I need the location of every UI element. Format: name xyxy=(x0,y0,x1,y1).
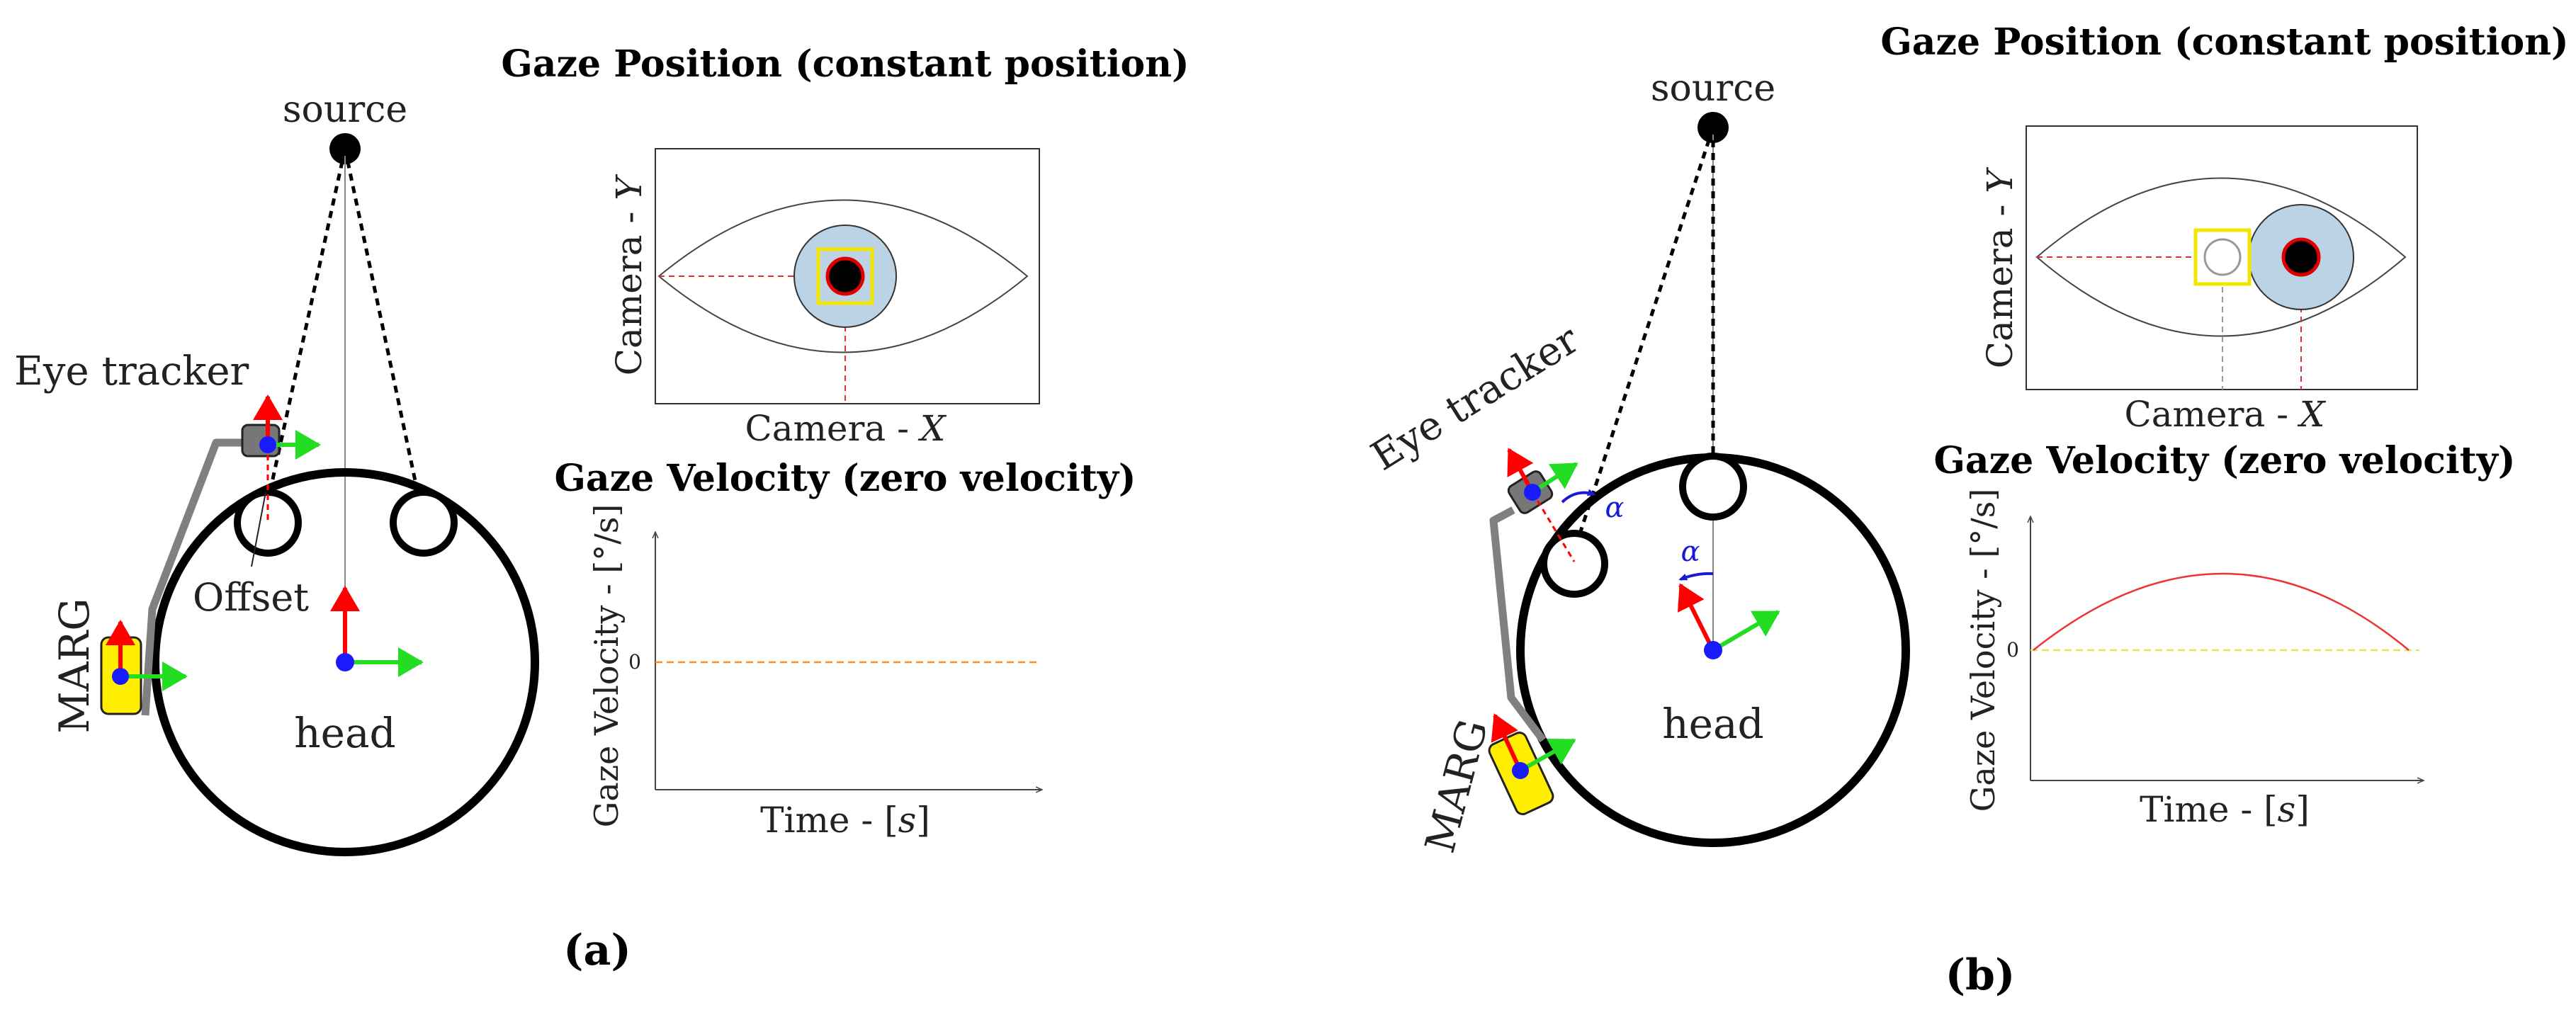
marg-origin-dot xyxy=(112,668,129,685)
eye-outline xyxy=(657,199,1029,353)
source-label: source xyxy=(1651,67,1775,110)
marg-origin-dot xyxy=(1512,762,1529,779)
top-eye xyxy=(1679,453,1747,521)
offset-pointer-line xyxy=(251,492,266,567)
velocity-plot-title: Gaze Velocity (zero velocity) xyxy=(554,457,1136,500)
panel-a-caption: (a) xyxy=(563,926,631,975)
head-angle-arc xyxy=(1678,572,1714,581)
position-plot-xlabel: Camera - X xyxy=(745,408,947,449)
panel-b-caption: (b) xyxy=(1945,950,2016,1000)
head-x-axis-arrow xyxy=(1712,610,1780,652)
head-label: head xyxy=(294,709,395,757)
position-plot-title: Gaze Position (constant position) xyxy=(501,42,1189,86)
tracker-angle-label: α xyxy=(1605,492,1624,524)
marg-y-axis-arrow xyxy=(1491,713,1523,772)
zero-tick-label: 0 xyxy=(2006,638,2019,662)
gaze-ray-right xyxy=(343,148,427,528)
offset-label: Offset xyxy=(193,575,309,620)
tracker-origin-dot xyxy=(259,436,276,453)
source-label: source xyxy=(283,89,407,131)
head-origin-dot xyxy=(1704,641,1722,659)
zero-tick-label: 0 xyxy=(628,650,641,674)
left-eye xyxy=(1540,530,1608,598)
marg-label: MARG xyxy=(50,598,98,733)
position-plot-ylabel: Camera - Y xyxy=(609,174,650,375)
head-y-axis-arrow xyxy=(1677,583,1715,652)
marg-label: MARG xyxy=(1416,715,1497,858)
pupil xyxy=(2281,237,2321,277)
velocity-plot-title: Gaze Velocity (zero velocity) xyxy=(1933,439,2515,482)
tracker-mount-arm xyxy=(1489,506,1547,743)
tracker-x-axis-arrow xyxy=(1531,462,1578,494)
position-plot-title: Gaze Position (constant position) xyxy=(1880,21,2568,64)
velocity-plot-ylabel: Gaze Velocity - [°/s] xyxy=(1964,489,2002,812)
position-plot-ylabel: Camera - Y xyxy=(1979,167,2021,368)
head-label: head xyxy=(1662,700,1763,748)
head-circle xyxy=(151,468,539,856)
tracker-mount-arm xyxy=(141,438,252,716)
left-eye xyxy=(234,489,302,557)
right-eye xyxy=(390,489,458,557)
marg-x-axis-arrow xyxy=(1519,738,1576,773)
panel-a: source head Eye tracker Offset MARG xyxy=(14,42,1190,975)
velocity-plot-xlabel: Time - [s] xyxy=(2140,789,2310,830)
tracker-to-eye-line xyxy=(1531,492,1576,562)
eye-tracker-label: Eye tracker xyxy=(14,348,249,394)
tracker-angle-arc xyxy=(1561,489,1596,504)
pupil xyxy=(825,256,865,296)
reference-pupil xyxy=(2203,238,2242,276)
panel-b: source head α Eye tracker α MARG xyxy=(1363,21,2568,1000)
eye-tracker-label: Eye tracker xyxy=(1363,317,1587,480)
head-angle-label: α xyxy=(1680,535,1700,568)
roi-box xyxy=(816,247,874,305)
eye-outline xyxy=(2035,177,2407,337)
velocity-plot-xlabel: Time - [s] xyxy=(760,800,930,841)
tracker-origin-dot xyxy=(1524,484,1541,501)
velocity-plot-ylabel: Gaze Velocity - [°/s] xyxy=(587,504,626,828)
head-origin-dot xyxy=(336,653,354,671)
position-plot-xlabel: Camera - X xyxy=(2124,394,2326,435)
velocity-curve xyxy=(2033,572,2410,651)
gaze-ray-left xyxy=(260,148,347,528)
